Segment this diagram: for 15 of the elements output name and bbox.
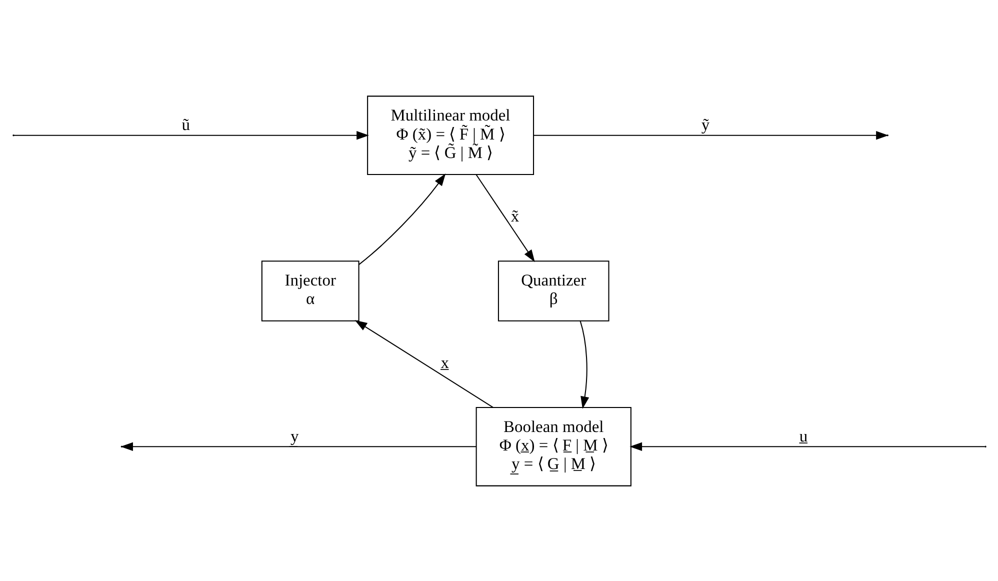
- arrow: [475, 174, 534, 262]
- node-box: Quantizer β: [497, 260, 609, 321]
- arrow: [358, 172, 446, 264]
- edge-label: x̃: [510, 206, 519, 226]
- arrow: [579, 320, 589, 408]
- node-box: Injector α: [260, 260, 359, 321]
- edge-label: ũ: [181, 114, 190, 134]
- arrow: [354, 320, 493, 408]
- node-box: Multilinear model Φ (x̃) = ⟨ F̃ | M̃ ⟩ ỹ = ⟨ G̃ | M̃ ⟩: [366, 95, 534, 175]
- arrow: [629, 442, 984, 450]
- arrow: [13, 130, 368, 140]
- edge-label: u̲: [798, 426, 808, 445]
- edge-label: x̲: [440, 352, 448, 372]
- edge-label: ỹ: [700, 114, 710, 134]
- node-box: Boolean model Φ (x̲) = ⟨ F̲ | M̲ ⟩ y̲ = ⟨ G̲ | M̲ ⟩: [475, 406, 631, 486]
